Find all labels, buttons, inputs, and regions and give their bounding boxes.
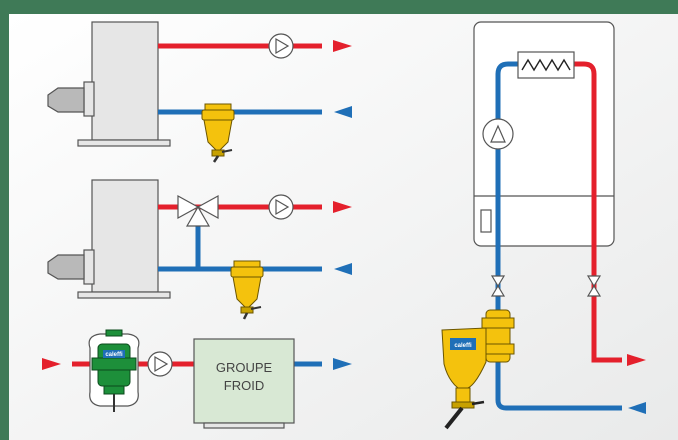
flow-arrow-in-3	[42, 358, 61, 370]
system-3: caleffi GROUPE FROID	[42, 329, 352, 429]
dirt-separator-green: caleffi	[88, 329, 140, 412]
heat-exchanger-coil	[521, 58, 571, 72]
hot-circuit-4	[572, 61, 622, 363]
chiller-unit	[193, 338, 295, 424]
isolation-valve-cold	[490, 275, 506, 297]
system-4: caleffi	[441, 21, 646, 430]
pump-1	[268, 33, 294, 59]
boiler-2	[91, 179, 159, 293]
separator-large-badge: caleffi	[454, 343, 472, 349]
boiler-2-base	[77, 291, 171, 299]
flow-arrow-out-2	[333, 201, 352, 213]
pump-1-arrow	[275, 37, 290, 55]
dirt-separator-1	[201, 103, 235, 163]
chiller-label-line2: FROID	[224, 378, 264, 393]
heat-exchanger	[517, 51, 575, 79]
dirt-separator-2	[230, 260, 264, 320]
pump-4-arrow	[490, 124, 506, 143]
boiler-1	[91, 21, 159, 141]
cold-circuit-4	[495, 61, 622, 411]
system-2	[47, 179, 352, 320]
flow-arrow-out-4	[627, 354, 646, 366]
flow-arrow-in-4	[628, 402, 646, 414]
chiller-base	[203, 422, 285, 429]
burner-2	[47, 254, 85, 280]
burner-1	[47, 87, 85, 113]
flow-arrow-in-1	[334, 106, 352, 118]
pump-3	[147, 351, 173, 377]
boiler-1-base	[77, 139, 171, 147]
dirt-separator-large: caleffi	[441, 309, 515, 430]
flow-arrow-out-1	[333, 40, 352, 52]
flow-arrow-in-2	[334, 263, 352, 275]
pump-2-arrow	[275, 198, 290, 216]
burner-2-flange	[83, 249, 95, 285]
flow-arrow-out-3	[333, 358, 352, 370]
isolation-valve-hot	[586, 275, 602, 297]
burner-1-flange	[83, 81, 95, 117]
wall-boiler-display	[480, 209, 492, 233]
system-1	[47, 21, 352, 163]
pump-2	[268, 194, 294, 220]
pump-4	[482, 118, 514, 150]
chiller-label-line1: GROUPE	[216, 360, 273, 375]
wall-boiler	[473, 21, 615, 247]
pump-3-arrow	[154, 355, 169, 373]
three-way-valve	[177, 194, 219, 227]
separator-green-badge: caleffi	[105, 352, 123, 358]
